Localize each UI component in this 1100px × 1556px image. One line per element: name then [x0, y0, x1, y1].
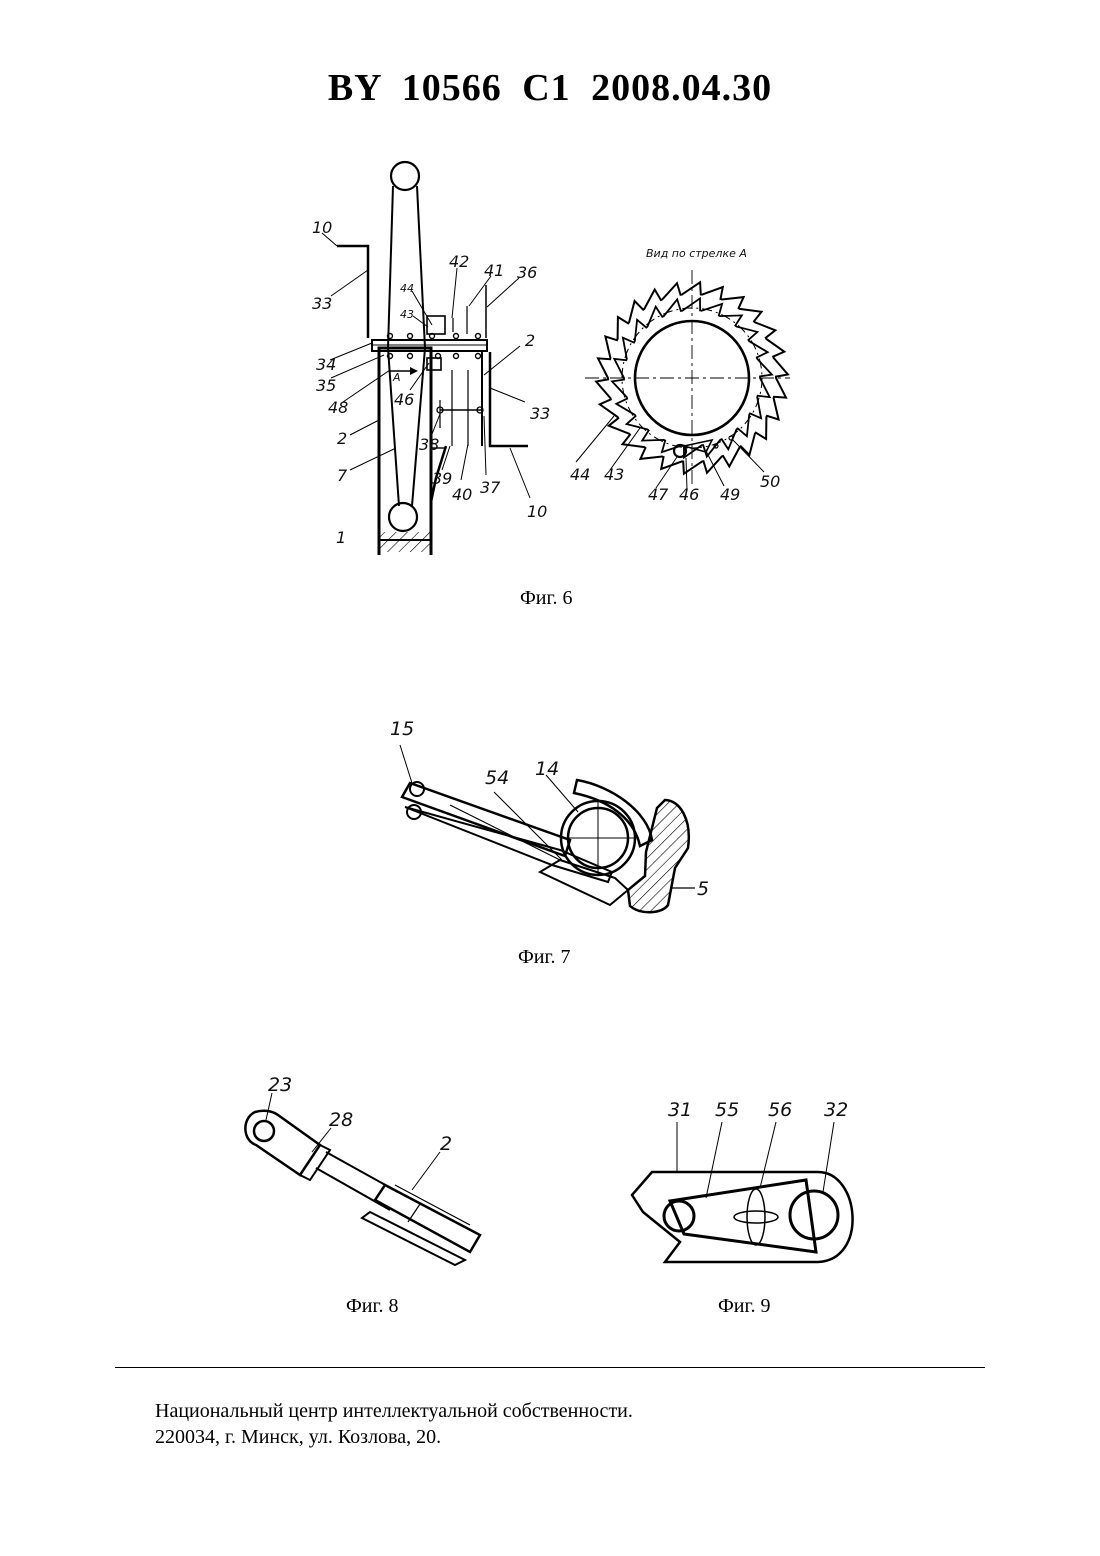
fig6-label: 40 [452, 485, 472, 504]
fig6-label: 1 [336, 528, 346, 547]
fig6-arrow-label: А [392, 371, 401, 384]
fig8-drawing [245, 1093, 480, 1265]
fig6-label: 2 [525, 331, 535, 350]
fig6-label: 38 [419, 435, 439, 454]
fig6-label: 42 [449, 252, 469, 271]
fig6-view-label: 44 [570, 465, 590, 484]
fig6-label: 2 [337, 429, 347, 448]
fig6-caption: Фиг. 6 [520, 587, 572, 610]
fig6-label: 36 [517, 263, 537, 282]
fig6-label: 10 [527, 502, 547, 521]
fig6-label: 33 [312, 294, 332, 313]
fig6-label: 34 [316, 355, 336, 374]
fig6-label: 35 [316, 376, 336, 395]
fig6-label: 10 [312, 218, 332, 237]
fig7-label: 5 [697, 878, 709, 900]
fig6-label: 44 [400, 282, 414, 295]
fig7-caption: Фиг. 7 [518, 946, 570, 969]
fig7-label: 15 [390, 718, 414, 740]
fig6-label: 37 [480, 478, 501, 497]
fig6-label: 46 [394, 390, 414, 409]
footer-divider [115, 1367, 985, 1368]
fig6-label: 39 [432, 469, 452, 488]
fig6-label: 48 [328, 398, 348, 417]
fig9-label: 56 [768, 1099, 792, 1121]
fig6-view-label: 47 [648, 485, 669, 504]
fig9-caption: Фиг. 9 [718, 1295, 770, 1318]
fig6-view-label: 50 [760, 472, 780, 491]
fig6-view-title: Вид по стрелке А [646, 247, 747, 260]
fig7-label: 54 [485, 767, 509, 789]
fig6-label: 41 [484, 261, 504, 280]
fig8-labels: 23 28 2 [268, 1074, 452, 1155]
fig8-caption: Фиг. 8 [346, 1295, 398, 1318]
fig9-label: 32 [824, 1099, 848, 1121]
fig9-label: 31 [668, 1099, 692, 1121]
fig6-label: 33 [530, 404, 550, 423]
fig8-label: 28 [329, 1109, 353, 1131]
publisher-footer: Национальный центр интеллектуальной собс… [155, 1398, 633, 1450]
fig6-label: 7 [337, 466, 348, 485]
fig6-view-label: 49 [720, 485, 740, 504]
fig6-ratchet-view [576, 270, 790, 490]
fig6-view-label: 43 [604, 465, 624, 484]
fig9-drawing [632, 1122, 853, 1262]
footer-line-1: Национальный центр интеллектуальной собс… [155, 1398, 633, 1424]
fig8-label: 23 [268, 1074, 292, 1096]
fig6-view-label: 46 [679, 485, 699, 504]
fig9-labels: 31 55 56 32 [668, 1099, 848, 1121]
fig7-label: 14 [535, 758, 559, 780]
fig8-label: 2 [440, 1133, 452, 1155]
footer-line-2: 220034, г. Минск, ул. Козлова, 20. [155, 1424, 633, 1450]
fig6-label: 43 [400, 308, 414, 321]
fig9-label: 55 [715, 1099, 739, 1121]
